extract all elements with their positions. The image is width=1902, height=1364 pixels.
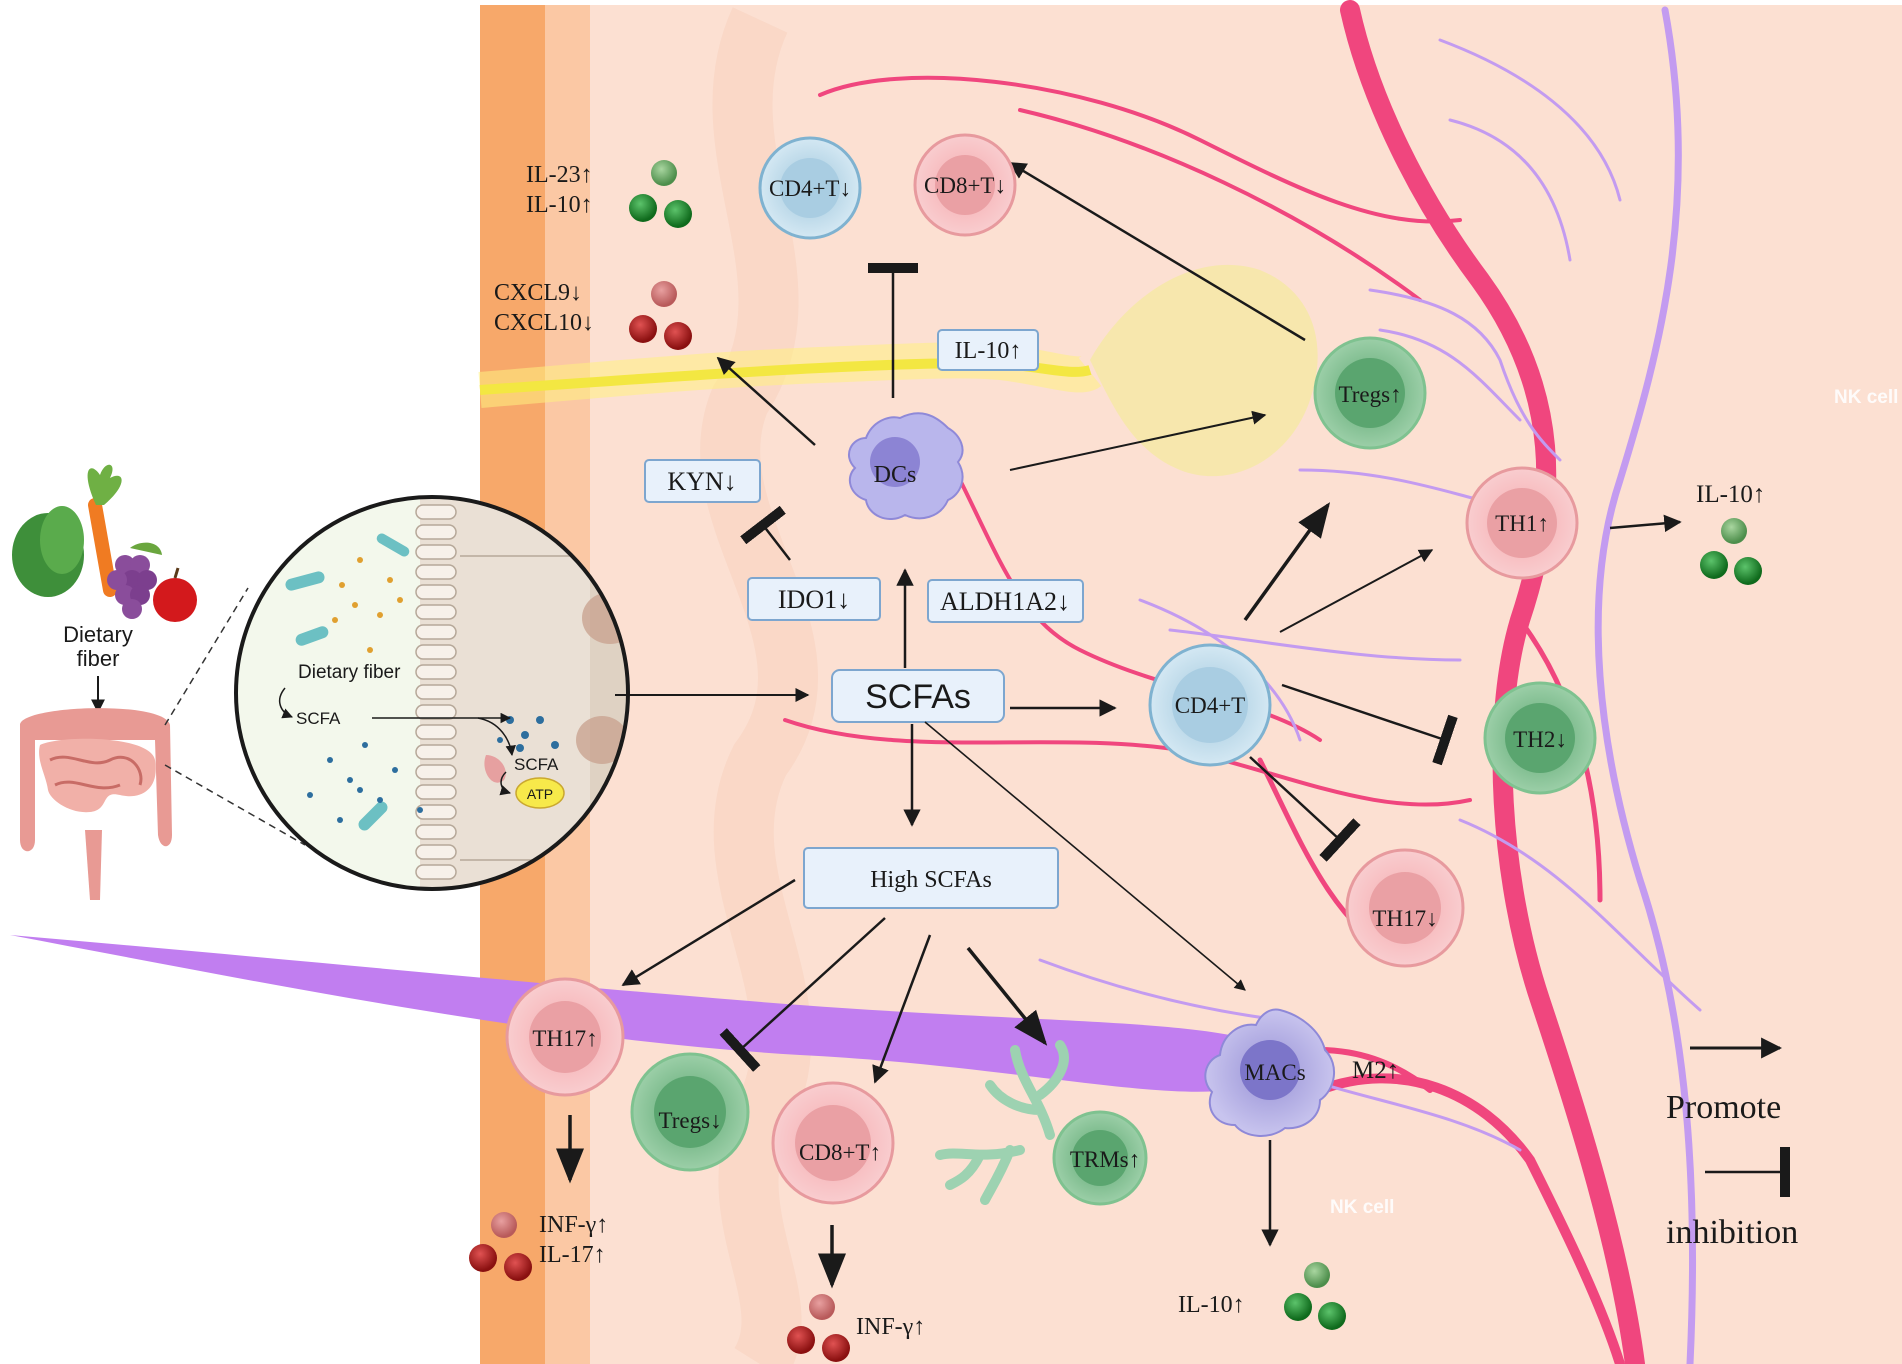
- th17-down-label: TH17↓: [1372, 906, 1437, 931]
- atp-badge: [515, 777, 565, 809]
- dcs-label: DCs: [874, 462, 917, 488]
- tregs-up-cell: [1313, 336, 1427, 450]
- legend-inhibition-label: inhibition: [1666, 1214, 1798, 1251]
- infg-left-label: INF-γ↑: [539, 1212, 608, 1238]
- dietary-fiber-food-icon: [12, 464, 197, 622]
- nk-cell-right-label: NK cell: [1834, 387, 1898, 408]
- cxcl10-label: CXCL10↓: [494, 310, 594, 336]
- il23-label: IL-23↑: [526, 162, 593, 188]
- macs-cell: [1204, 1008, 1336, 1137]
- aldh1a2-box: [927, 579, 1084, 623]
- th17-up-label: TH17↑: [532, 1026, 597, 1051]
- il10-box: [937, 329, 1039, 371]
- legend-promote-label: Promote: [1666, 1089, 1781, 1126]
- scfas-label: SCFAs: [865, 678, 971, 716]
- il10-bottom-label: IL-10↑: [1178, 1292, 1245, 1318]
- cytokine-dots: [469, 160, 1762, 1362]
- zoom-line-top: [164, 587, 249, 726]
- dietary-fiber-label-2: fiber: [77, 646, 120, 671]
- ido1-box: [747, 577, 881, 621]
- cd4t-mid-label: CD4+T: [1175, 693, 1245, 718]
- cd8t-up-label: CD8+T↑: [799, 1140, 881, 1165]
- cd4t-top-cell: [758, 136, 862, 240]
- zoom-scfa-right-label: SCFA: [514, 755, 559, 774]
- nk-cell-bottom-label: NK cell: [1330, 1197, 1394, 1218]
- high-scfas-label: High SCFAs: [870, 867, 992, 893]
- tregs-down-cell: [630, 1052, 750, 1172]
- zoom-dietary-fiber-label: Dietary fiber: [298, 662, 401, 683]
- cxcl9-label: CXCL9↓: [494, 280, 582, 306]
- atp-label: ATP: [527, 786, 553, 802]
- il10-right-label: IL-10↑: [1696, 481, 1765, 508]
- th17-down-cell: [1345, 848, 1465, 968]
- kyn-box: [644, 459, 761, 503]
- dietary-fiber-label-1: Dietary: [63, 622, 133, 647]
- th1-label: TH1↑: [1495, 511, 1549, 536]
- trms-label: TRMs↑: [1070, 1147, 1140, 1172]
- kyn-box-label: KYN↓: [667, 467, 736, 496]
- ido1-box-label: IDO1↓: [778, 585, 850, 614]
- zoom-scfa-curve: [477, 717, 516, 757]
- aldh1a2-box-label: ALDH1A2↓: [940, 587, 1070, 616]
- th2-label: TH2↓: [1513, 727, 1567, 752]
- zoom-atp-curve: [499, 771, 512, 796]
- zoom-line-bottom: [164, 764, 306, 846]
- intestine-icon: [20, 708, 172, 900]
- zoom-curve-arrow: [278, 687, 293, 719]
- m2-label: M2↑: [1352, 1057, 1399, 1084]
- dcs-cell: [848, 412, 964, 520]
- trms-cell: [935, 1040, 1148, 1206]
- scfas-box: [831, 669, 1005, 723]
- cd4t-top-label: CD4+T↓: [769, 176, 851, 201]
- tregs-up-label: Tregs↑: [1338, 382, 1401, 407]
- zoom-scfa-left-label: SCFA: [296, 709, 341, 728]
- thin-nerves: [1038, 6, 1702, 1364]
- th17-up-cell: [505, 977, 625, 1097]
- th2-cell: [1483, 681, 1597, 795]
- cd4t-mid-cell: [1148, 643, 1272, 767]
- high-scfas-box: [803, 847, 1059, 909]
- cd8t-top-label: CD8+T↓: [924, 173, 1006, 198]
- il17-label: IL-17↑: [539, 1242, 606, 1268]
- pathway-arrows: [556, 161, 1783, 1289]
- th1-cell: [1465, 466, 1579, 580]
- tregs-down-label: Tregs↓: [658, 1108, 721, 1133]
- inhibition-arrows: [719, 263, 1790, 1197]
- cd8t-top-cell: [913, 133, 1017, 237]
- cd8t-up-cell: [771, 1081, 895, 1205]
- nerve-band: [10, 935, 1264, 1092]
- infg-mid-label: INF-γ↑: [856, 1314, 925, 1340]
- macs-label: MACs: [1244, 1060, 1305, 1085]
- il10-box-label: IL-10↑: [955, 338, 1022, 364]
- il10-topleft-label: IL-10↑: [526, 192, 593, 218]
